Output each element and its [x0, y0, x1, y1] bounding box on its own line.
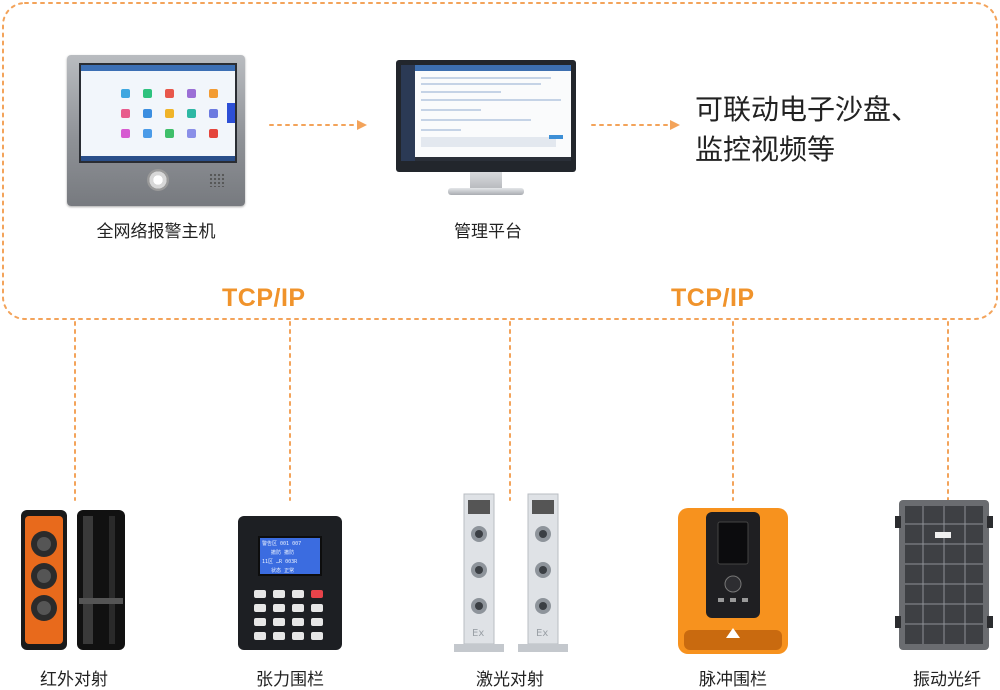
linkage-note: 可联动电子沙盘、 监控视频等: [695, 90, 919, 170]
lcd-text: 撤防: [284, 550, 295, 556]
lcd-text: 正常: [284, 568, 295, 574]
lcd-text: 11区: [262, 559, 274, 565]
linkage-note-line-2: 监控视频等: [695, 133, 836, 166]
monitor-screen: [401, 65, 571, 161]
lcd-text: 003R: [285, 559, 298, 565]
infrared-beam-detector-icon: [21, 510, 125, 650]
tension-fence-keypad-icon: 警告区 001 007 撤防 撤防 11区 …R 003R 状态 正常: [238, 516, 342, 650]
alarm-host-device: [67, 55, 245, 206]
keypad-buttons: [254, 590, 323, 640]
management-platform-label: 管理平台: [454, 222, 522, 242]
svg-text:Ex: Ex: [472, 628, 484, 639]
monitor-base: [448, 188, 524, 195]
svg-text:Ex: Ex: [536, 628, 548, 639]
management-platform-monitor: [396, 60, 576, 172]
linkage-note-line-1: 可联动电子沙盘、: [695, 93, 920, 126]
lcd-text: 状态: [271, 568, 282, 574]
infrared-beam-label: 红外对射: [40, 670, 108, 690]
laser-beam-label: 激光对射: [476, 670, 544, 690]
monitor-neck: [470, 172, 502, 190]
tension-fence-label: 张力围栏: [256, 670, 324, 690]
arrow-head-2: [670, 120, 680, 130]
lcd-text: 撤防: [271, 550, 282, 556]
pulse-fence-label: 脉冲围栏: [699, 670, 767, 690]
lcd-text: 007: [292, 541, 302, 547]
vibration-fiber-enclosure-icon: [895, 500, 993, 650]
pulse-fence-energizer-icon: [678, 508, 788, 654]
speaker-icon: [147, 169, 169, 191]
lcd-text: …R: [276, 559, 283, 565]
lcd-text: 001: [280, 541, 290, 547]
alarm-host-label: 全网络报警主机: [96, 222, 216, 242]
arrow-head-1: [357, 120, 367, 130]
protocol-label-right: TCP/IP: [671, 284, 755, 312]
speaker-grill: [209, 173, 225, 187]
protocol-label-left: TCP/IP: [222, 284, 306, 312]
keypad-lcd: 警告区 001 007 撤防 撤防 11区 …R 003R 状态 正常: [258, 536, 322, 576]
laser-beam-columns-icon: Ex Ex: [454, 493, 568, 652]
lcd-text: 警告区: [262, 541, 278, 547]
alarm-host-screen: [79, 63, 237, 163]
vibration-fiber-label: 振动光纤: [913, 670, 981, 690]
